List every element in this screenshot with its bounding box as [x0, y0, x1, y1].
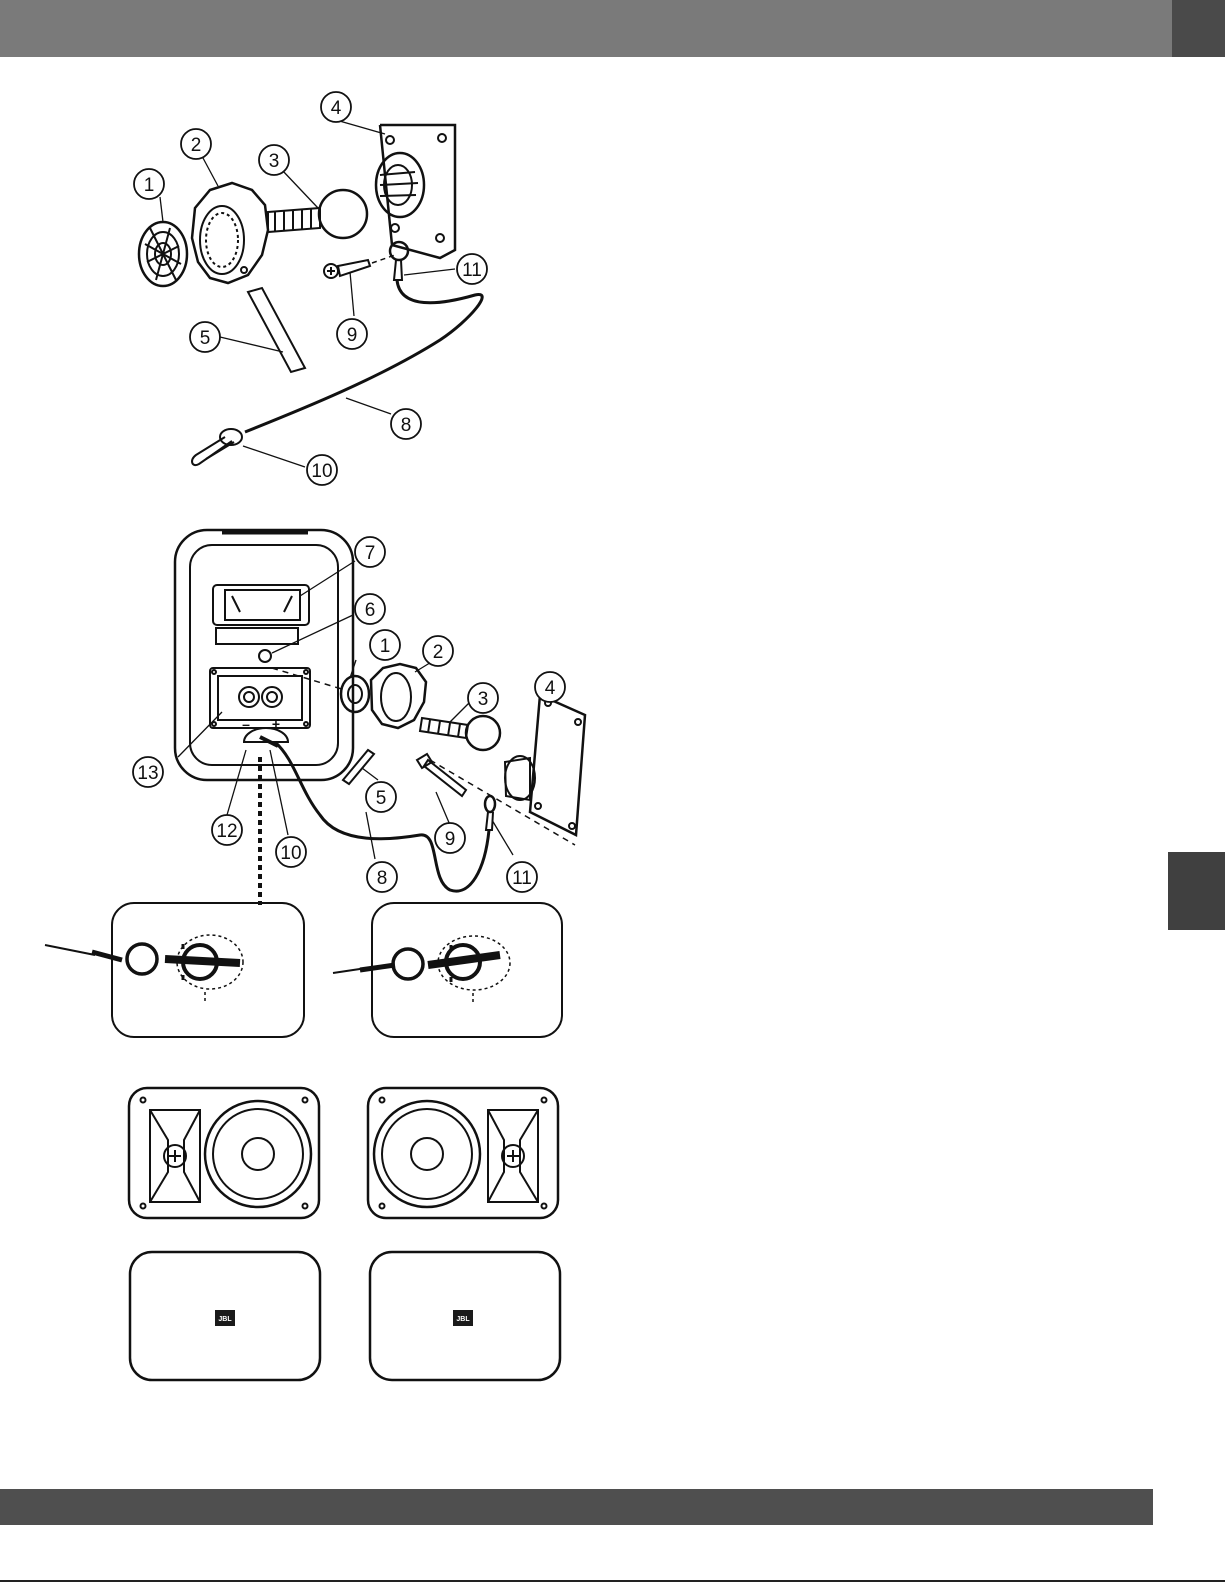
callout-mid-8: 8: [367, 862, 397, 892]
svg-text:11: 11: [512, 868, 532, 889]
callout-top-1: 1: [134, 169, 164, 199]
part-8-safety-cable: [245, 280, 482, 432]
callout-top-8: 8: [391, 409, 421, 439]
callout-mid-7: 7: [355, 537, 385, 567]
svg-text:12: 12: [216, 821, 237, 842]
callout-top-4: 4: [321, 92, 351, 122]
svg-text:8: 8: [401, 415, 412, 436]
speaker-front-tweeter-right: [368, 1088, 558, 1218]
svg-text:9: 9: [445, 829, 456, 850]
svg-text:8: 8: [377, 868, 388, 889]
svg-text:3: 3: [478, 689, 489, 710]
svg-text:2: 2: [433, 642, 444, 663]
jbl-logo-badge-left: JBL: [215, 1310, 235, 1326]
svg-text:9: 9: [347, 325, 358, 346]
callout-top-9: 9: [337, 319, 367, 349]
speaker-front-tweeter-left: [129, 1088, 319, 1218]
callout-mid-2: 2: [423, 636, 453, 666]
callout-mid-11: 11: [507, 862, 537, 892]
callout-mid-3: 3: [468, 683, 498, 713]
svg-text:13: 13: [137, 763, 158, 784]
callout-top-5: 5: [190, 322, 220, 352]
part-2-locking-knob: [192, 183, 268, 283]
svg-text:4: 4: [545, 678, 556, 699]
part-9-screw: [324, 260, 370, 278]
part-1-serrated-washer: [139, 222, 187, 286]
svg-text:7: 7: [365, 543, 376, 564]
svg-text:6: 6: [365, 600, 376, 621]
detail-panel-right: [333, 903, 562, 1037]
svg-text:1: 1: [380, 636, 391, 657]
svg-text:10: 10: [311, 461, 332, 482]
svg-text:3: 3: [269, 151, 280, 172]
svg-text:4: 4: [331, 98, 342, 119]
part-5-rod: [248, 288, 305, 372]
svg-text:5: 5: [200, 328, 211, 349]
callout-mid-1: 1: [370, 630, 400, 660]
callout-mid-9: 9: [435, 823, 465, 853]
svg-text:JBL: JBL: [218, 1316, 232, 1323]
svg-text:JBL: JBL: [456, 1316, 470, 1323]
svg-text:2: 2: [191, 135, 202, 156]
part-10-clip: [192, 429, 242, 465]
callout-mid-10: 10: [276, 837, 306, 867]
detail-panel-left: [45, 903, 304, 1037]
callout-mid-5: 5: [366, 782, 396, 812]
callout-mid-12: 12: [212, 815, 242, 845]
callout-mid-13: 13: [133, 757, 163, 787]
callout-mid-4: 4: [535, 672, 565, 702]
speaker-rear-view: [175, 530, 585, 905]
callout-top-11: 11: [457, 254, 487, 284]
terminal-plus-sign: +: [272, 716, 280, 732]
part-3-ball-stud: [268, 190, 367, 238]
callout-top-2: 2: [181, 129, 211, 159]
svg-text:10: 10: [280, 843, 301, 864]
callout-mid-6: 6: [355, 594, 385, 624]
callout-top-3: 3: [259, 145, 289, 175]
callout-top-10: 10: [307, 455, 337, 485]
exploded-mount-view: [139, 120, 482, 467]
svg-text:1: 1: [144, 175, 155, 196]
terminal-minus-sign: –: [242, 716, 250, 732]
svg-text:11: 11: [462, 260, 482, 281]
svg-text:5: 5: [376, 788, 387, 809]
part-4-wall-bracket: [376, 125, 455, 258]
jbl-logo-badge-right: JBL: [453, 1310, 473, 1326]
